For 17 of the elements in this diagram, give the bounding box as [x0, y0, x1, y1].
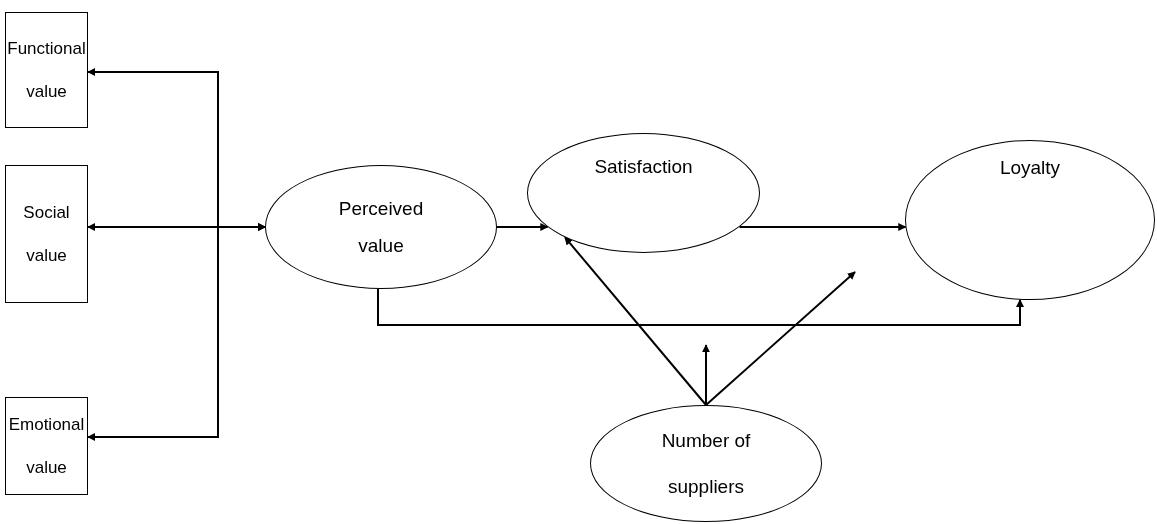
- arrow: [564, 236, 707, 406]
- arrow: [496, 223, 549, 231]
- node-label: Loyalty: [999, 156, 1061, 180]
- node-label: Satisfaction: [594, 155, 693, 179]
- node-label: Functional value: [6, 38, 87, 103]
- node-label: Emotional value: [7, 414, 86, 479]
- construct-box: [5, 165, 88, 303]
- arrow: [702, 344, 710, 406]
- node-label: Social value: [22, 202, 71, 267]
- node-label: Number of suppliers: [660, 428, 752, 499]
- construct-box: [5, 397, 88, 495]
- arrow: [377, 288, 1024, 326]
- arrow: [87, 223, 266, 441]
- arrow: [705, 271, 856, 406]
- construct-box: [5, 12, 88, 128]
- arrow: [738, 223, 907, 231]
- node-label: Perceived value: [337, 197, 425, 258]
